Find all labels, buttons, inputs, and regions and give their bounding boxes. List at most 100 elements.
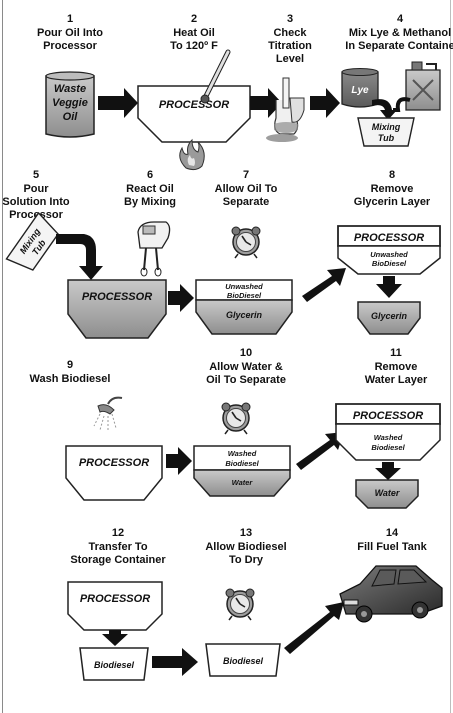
unwashed-biodiesel-label-2: BioDiesel (372, 259, 407, 268)
flow-arrow (102, 630, 128, 646)
unwashed-biodiesel-label-1: Unwashed (370, 250, 408, 259)
waste-oil-label-1: Waste (54, 83, 86, 95)
biodiesel-label: Biodiesel (94, 660, 135, 670)
step-description-line: Glycerin Layer (354, 196, 431, 208)
lye-label: Lye (351, 85, 369, 96)
processor-label: PROCESSOR (82, 291, 152, 303)
water-container: Water (355, 479, 419, 509)
step-description-line: Processor (43, 40, 98, 52)
step-description-line: Remove (371, 183, 414, 195)
lye-container: Lye (341, 68, 379, 108)
mixing-tub-label-2: Tub (378, 133, 395, 143)
thermometer-icon (200, 49, 231, 104)
processor-label: PROCESSOR (354, 232, 424, 244)
step-description-line: Processor (9, 209, 64, 221)
pour-arrow (372, 99, 397, 120)
processor-label: PROCESSOR (79, 457, 149, 469)
flow-arrow (376, 276, 402, 298)
step-description-line: Heat Oil (173, 27, 215, 39)
step-description-line: Mix Lye & Methanol (349, 27, 451, 39)
shower-head-icon (93, 396, 123, 432)
waste-oil-label-2: Veggie (52, 97, 88, 109)
step-description-line: Oil To Separate (206, 374, 286, 386)
flow-arrow (302, 268, 346, 302)
step-number: 7 (243, 169, 249, 181)
hand-mixer-icon (137, 221, 171, 277)
step-description-line: By Mixing (124, 196, 176, 208)
waste-oil-label-3: Oil (63, 111, 79, 123)
step-description-line: React Oil (126, 183, 174, 195)
processor-label: PROCESSOR (353, 410, 423, 422)
step-description-line: To Dry (229, 554, 264, 566)
alarm-clock-icon (221, 402, 251, 435)
pour-arrow (393, 97, 411, 112)
mixing-tub-label-1: Mixing (372, 122, 401, 132)
step-description-line: Separate (223, 196, 269, 208)
biodiesel-storage-container: Biodiesel (79, 647, 149, 681)
flow-arrow (168, 284, 194, 312)
step-number: 4 (397, 13, 404, 25)
step-description-line: Storage Container (70, 554, 166, 566)
water-label: Water (375, 488, 400, 498)
glycerin-label: Glycerin (371, 311, 408, 321)
mixing-tub-pouring: Mixing Tub (5, 211, 59, 271)
titration-flasks-icon (266, 77, 305, 142)
step-description-line: Allow Biodiesel (205, 541, 286, 553)
step-number: 1 (67, 13, 73, 25)
processor-vessel: PROCESSOR (65, 445, 163, 501)
flow-arrow (284, 602, 344, 654)
step-description-line: Level (276, 53, 304, 65)
separation-vessel: Unwashed BioDiesel Glycerin (195, 279, 293, 335)
step-number: 10 (240, 347, 252, 359)
step-description-line: Pour Oil Into (37, 27, 103, 39)
step-number: 5 (33, 169, 39, 181)
step-description-line: Allow Oil To (215, 183, 278, 195)
step-number: 8 (389, 169, 395, 181)
step-number: 11 (390, 347, 402, 359)
step-description-line: Pour (23, 183, 49, 195)
step-number: 9 (67, 359, 73, 371)
pour-arrow (56, 234, 103, 280)
separation-vessel: Washed Biodiesel Water (193, 445, 291, 497)
unwashed-biodiesel-label-1: Unwashed (225, 282, 263, 291)
left-border (2, 0, 3, 713)
step-description-line: Allow Water & (209, 361, 283, 373)
step-description-line: Wash Biodiesel (30, 373, 111, 385)
flow-arrow (152, 648, 198, 676)
methanol-can-icon (405, 61, 441, 111)
processor-vessel: PROCESSOR (137, 85, 251, 143)
unwashed-biodiesel-label-2: BioDiesel (227, 291, 262, 300)
washed-biodiesel-label-1: Washed (374, 433, 403, 442)
mixing-tub: Mixing Tub (357, 117, 415, 147)
washed-biodiesel-label-2: Biodiesel (371, 443, 405, 452)
processor-vessel: PROCESSOR Washed Biodiesel (335, 403, 441, 461)
step-number: 2 (191, 13, 197, 25)
car-icon (339, 565, 443, 623)
step-description-line: Fill Fuel Tank (357, 541, 427, 553)
step-number: 6 (147, 169, 153, 181)
step-description-line: Check (273, 27, 307, 39)
biodiesel-label: Biodiesel (223, 656, 264, 666)
step-description-line: Remove (375, 361, 418, 373)
step-number: 3 (287, 13, 293, 25)
alarm-clock-icon (225, 588, 255, 621)
glycerin-container: Glycerin (357, 301, 421, 335)
glycerin-label: Glycerin (226, 310, 263, 320)
step-description-line: Solution Into (2, 196, 69, 208)
right-border (450, 0, 451, 713)
processor-label: PROCESSOR (159, 99, 229, 111)
alarm-clock-icon (231, 226, 261, 259)
water-label: Water (232, 478, 254, 487)
processor-vessel: PROCESSOR (67, 581, 163, 631)
